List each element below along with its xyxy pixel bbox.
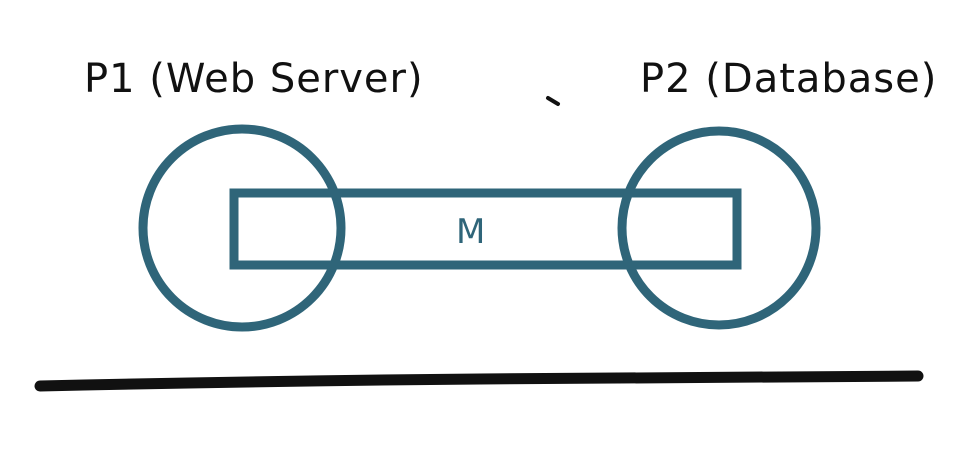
process-2-label: P2 (Database) — [640, 56, 937, 102]
shared-memory-box — [229, 188, 742, 270]
stray-ink-mark — [546, 96, 560, 106]
process-1-label: P1 (Web Server) — [84, 56, 424, 102]
process-2-circle — [617, 126, 821, 330]
process-1-circle — [138, 124, 346, 332]
shared-memory-label: M — [456, 212, 485, 252]
baseline-line — [34, 370, 924, 392]
